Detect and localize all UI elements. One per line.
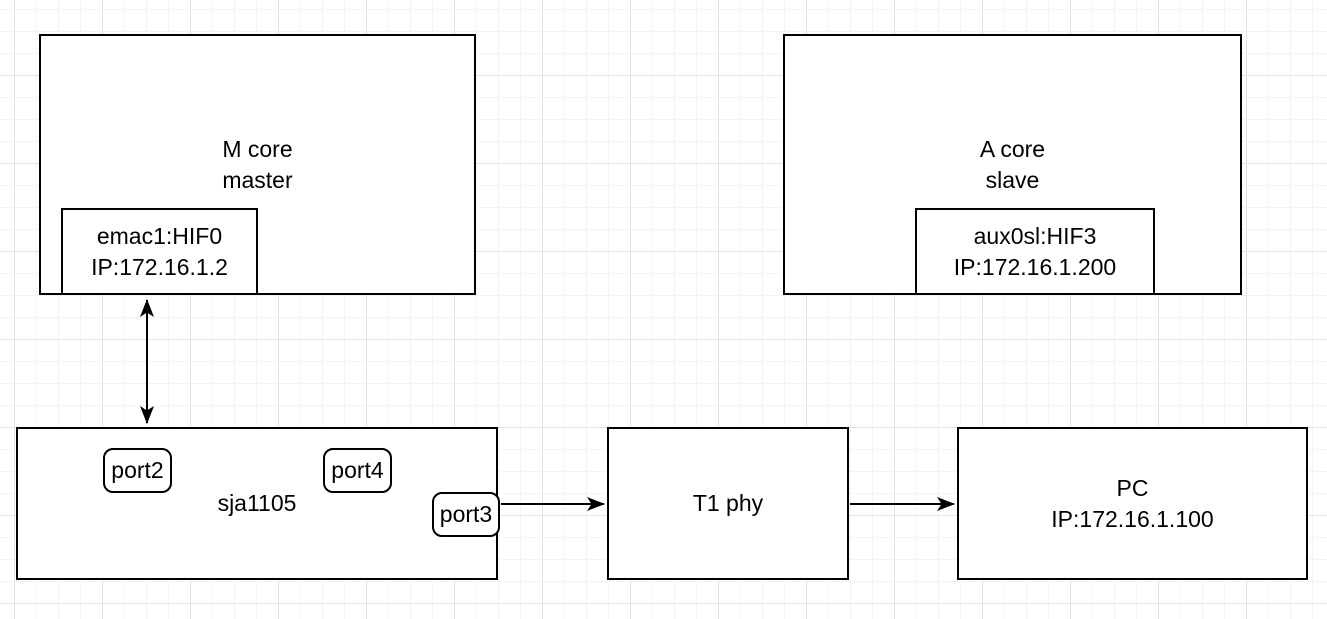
m-core-title: M core bbox=[222, 135, 293, 162]
m-core-subtitle: master bbox=[222, 166, 293, 193]
emac1-hif0-node[interactable]: emac1:HIF0 IP:172.16.1.2 bbox=[61, 208, 258, 295]
sja1105-port3[interactable]: port3 bbox=[432, 492, 500, 537]
sja1105-node[interactable]: sja1105 bbox=[16, 427, 498, 580]
port2-label: port2 bbox=[111, 457, 164, 483]
aux0sl-name: aux0sl:HIF3 bbox=[973, 222, 1097, 249]
a-core-title: A core bbox=[979, 135, 1046, 162]
emac1-name: emac1:HIF0 bbox=[96, 222, 223, 249]
t1-phy-label: T1 phy bbox=[692, 490, 764, 516]
aux0sl-hif3-node[interactable]: aux0sl:HIF3 IP:172.16.1.200 bbox=[915, 208, 1155, 295]
sja1105-label: sja1105 bbox=[217, 490, 297, 516]
pc-name: PC bbox=[1116, 474, 1149, 501]
pc-ip: IP:172.16.1.100 bbox=[1051, 505, 1214, 532]
sja1105-port4[interactable]: port4 bbox=[323, 448, 392, 493]
port3-label: port3 bbox=[439, 501, 493, 527]
a-core-subtitle: slave bbox=[985, 166, 1040, 193]
port4-label: port4 bbox=[331, 457, 384, 483]
t1-phy-node[interactable]: T1 phy bbox=[607, 427, 849, 580]
aux0sl-ip: IP:172.16.1.200 bbox=[953, 253, 1117, 280]
pc-node[interactable]: PC IP:172.16.1.100 bbox=[957, 427, 1308, 580]
emac1-ip: IP:172.16.1.2 bbox=[91, 253, 228, 280]
sja1105-port2[interactable]: port2 bbox=[103, 448, 172, 493]
